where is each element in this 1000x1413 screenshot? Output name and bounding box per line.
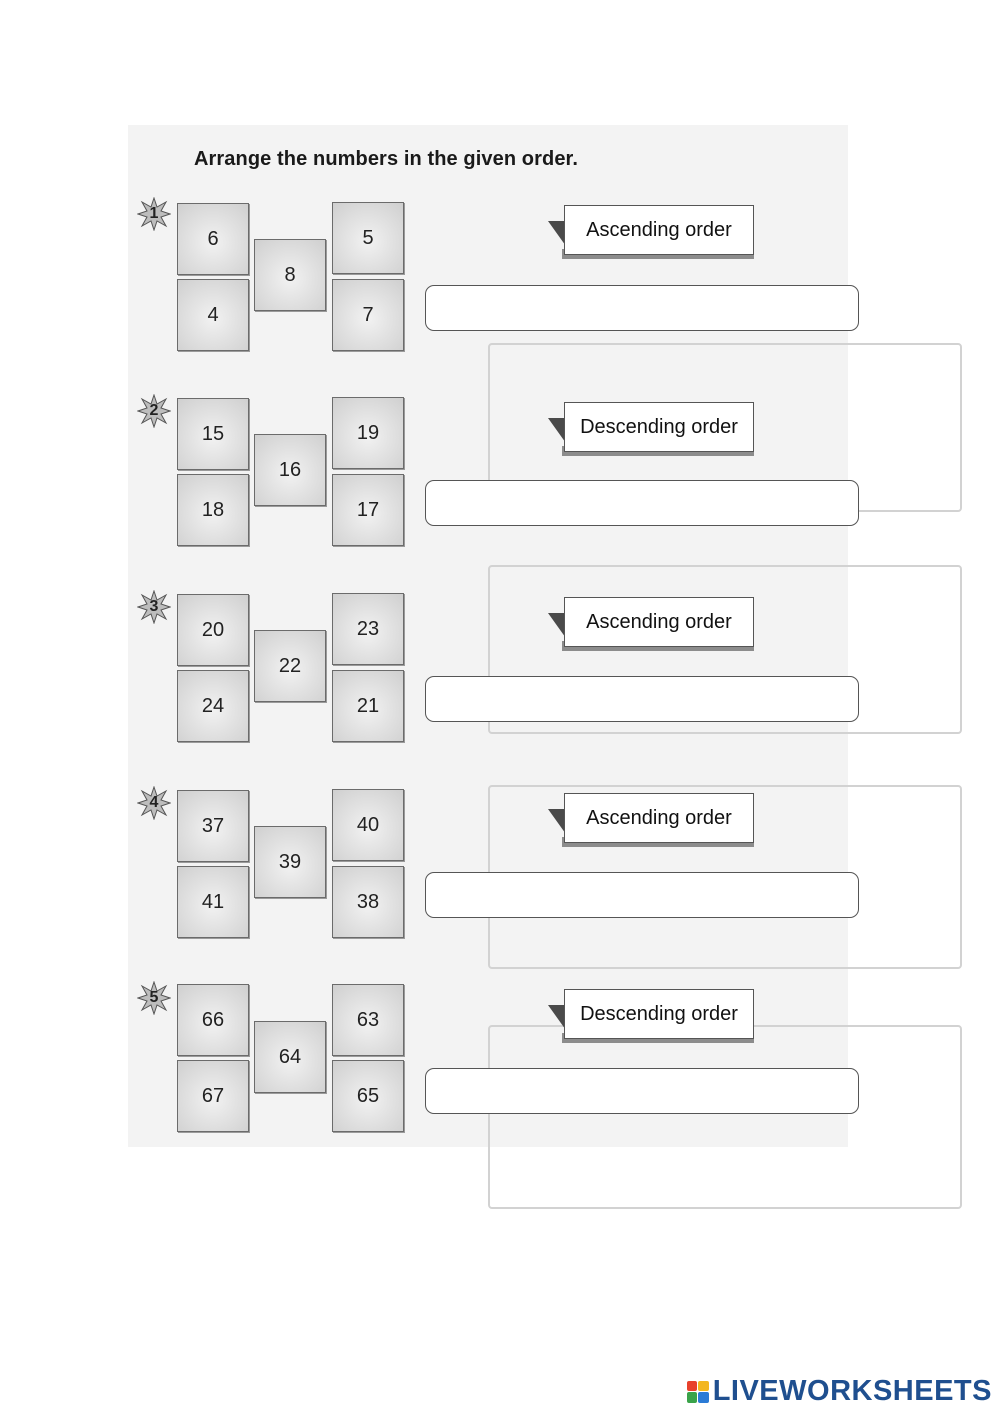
order-label: Ascending order (548, 793, 754, 847)
number-tile: 66 (177, 984, 249, 1056)
number-tile: 18 (177, 474, 249, 546)
exercise-number: 2 (149, 402, 159, 419)
number-tile: 19 (332, 397, 404, 469)
number-tile: 65 (332, 1060, 404, 1132)
number-tile: 67 (177, 1060, 249, 1132)
order-label: Descending order (548, 402, 754, 456)
answer-field[interactable] (425, 285, 859, 331)
exercise-number: 3 (149, 598, 159, 615)
number-tile: 17 (332, 474, 404, 546)
number-tile: 4 (177, 279, 249, 351)
order-label-text: Ascending order (564, 597, 754, 647)
number-tile: 8 (254, 239, 326, 311)
order-label: Ascending order (548, 597, 754, 651)
answer-field[interactable] (425, 676, 859, 722)
star-number-badge: 5 (137, 981, 171, 1015)
number-tile: 38 (332, 866, 404, 938)
order-label-text: Descending order (564, 989, 754, 1039)
answer-field[interactable] (425, 1068, 859, 1114)
number-tile: 37 (177, 790, 249, 862)
order-label-text: Ascending order (564, 793, 754, 843)
number-tile: 16 (254, 434, 326, 506)
exercise-number: 1 (149, 205, 159, 222)
order-label: Descending order (548, 989, 754, 1043)
star-icon (137, 197, 171, 231)
star-icon (137, 394, 171, 428)
number-tile: 20 (177, 594, 249, 666)
order-label-text: Descending order (564, 402, 754, 452)
number-tile: 39 (254, 826, 326, 898)
number-tile: 5 (332, 202, 404, 274)
answer-field[interactable] (425, 872, 859, 918)
star-number-badge: 2 (137, 394, 171, 428)
order-label: Ascending order (548, 205, 754, 259)
number-tile: 6 (177, 203, 249, 275)
bleed-through-box (488, 1025, 962, 1209)
number-tile: 22 (254, 630, 326, 702)
instruction-text: Arrange the numbers in the given order. (194, 148, 578, 170)
liveworksheets-logo-icon (686, 1380, 709, 1403)
number-tile: 63 (332, 984, 404, 1056)
bleed-through-box (488, 565, 962, 734)
number-tile: 64 (254, 1021, 326, 1093)
number-tile: 41 (177, 866, 249, 938)
number-tile: 21 (332, 670, 404, 742)
star-number-badge: 1 (137, 197, 171, 231)
liveworksheets-brand: LIVEWORKSHEETS (686, 1375, 992, 1408)
star-icon (137, 590, 171, 624)
number-tile: 24 (177, 670, 249, 742)
star-icon (137, 981, 171, 1015)
number-tile: 23 (332, 593, 404, 665)
answer-field[interactable] (425, 480, 859, 526)
brand-name: LIVEWORKSHEETS (712, 1375, 992, 1407)
number-tile: 7 (332, 279, 404, 351)
number-tile: 40 (332, 789, 404, 861)
star-number-badge: 3 (137, 590, 171, 624)
exercise-number: 5 (149, 989, 159, 1006)
number-tile: 15 (177, 398, 249, 470)
exercise-number: 4 (149, 794, 159, 811)
star-icon (137, 786, 171, 820)
order-label-text: Ascending order (564, 205, 754, 255)
star-number-badge: 4 (137, 786, 171, 820)
